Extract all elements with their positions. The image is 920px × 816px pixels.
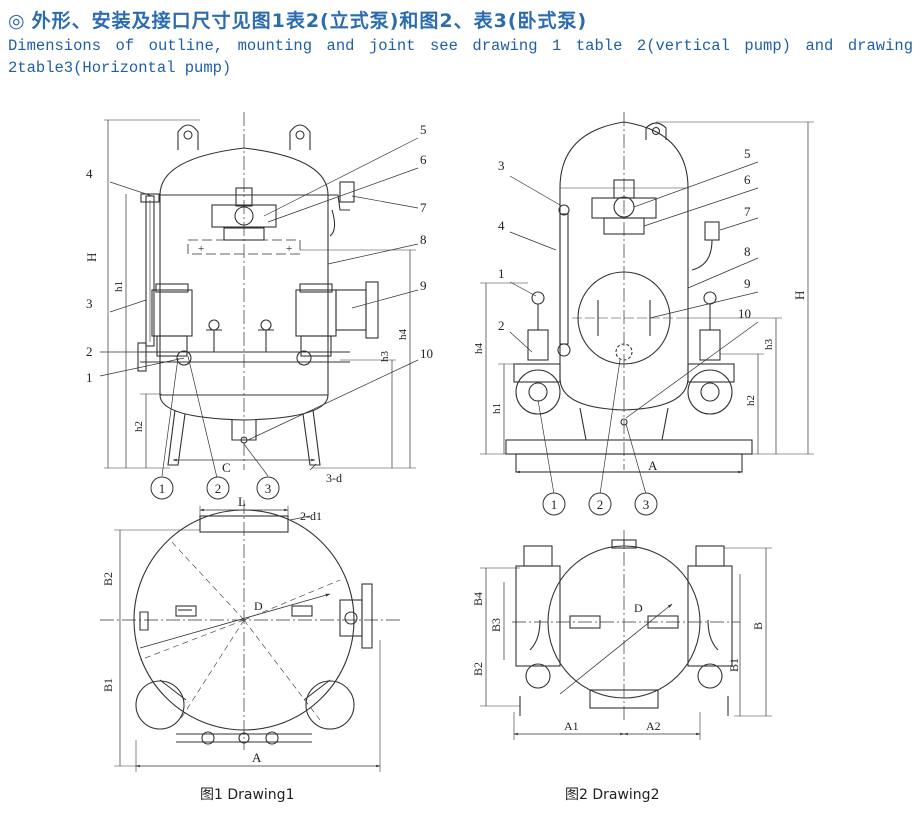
d1-part-4: 4 <box>86 166 93 181</box>
d1-part-8: 8 <box>420 232 427 247</box>
d1-part-2: 2 <box>86 344 93 359</box>
d2-dim-B2: B2 <box>471 662 485 676</box>
d2-dim-h3: h3 <box>763 339 775 351</box>
d1-dim-L: L <box>238 494 246 509</box>
d2-part-7: 7 <box>744 204 751 219</box>
d1-part-7: 7 <box>420 200 427 215</box>
d1-dim-h2: h2 <box>133 421 145 432</box>
d2-dim-B1: B1 <box>727 658 741 672</box>
d1-callout-1: 1 <box>159 481 166 496</box>
d2-part-3: 3 <box>498 158 505 173</box>
d2-part-4: 4 <box>498 218 505 233</box>
drawing2-front-view <box>480 112 814 495</box>
d2-callout-2: 2 <box>597 497 604 512</box>
d1-dim-A: A <box>252 750 262 765</box>
d1-part-1: 1 <box>86 370 93 385</box>
d2-dim-D: D <box>634 601 643 615</box>
d1-dim-h1: h1 <box>113 281 125 292</box>
d2-dim-A2: A2 <box>646 719 661 733</box>
d2-dim-B4: B4 <box>471 592 485 606</box>
d1-part-9: 9 <box>420 278 427 293</box>
svg-text:+: + <box>198 243 204 255</box>
d1-dim-B1: B1 <box>101 678 115 692</box>
d2-part-1: 1 <box>498 266 505 281</box>
d2-part-9: 9 <box>744 276 751 291</box>
d2-part-2: 2 <box>498 318 505 333</box>
d1-dim-B2: B2 <box>101 572 115 586</box>
d1-dim-h3: h3 <box>379 351 391 363</box>
d2-dim-A: A <box>648 458 658 473</box>
d2-part-10: 10 <box>738 306 751 321</box>
page-subtitle: Dimensions of outline, mounting and join… <box>8 37 913 77</box>
d1-dim-D: D <box>254 599 263 613</box>
page-title: ◎外形、安装及接口尺寸见图1表2(立式泵)和图2、表3(卧式泵) <box>8 6 913 33</box>
d1-part-5: 5 <box>420 122 427 137</box>
d2-dim-B3: B3 <box>489 618 503 632</box>
d1-callout-2: 2 <box>215 481 222 496</box>
header: ◎外形、安装及接口尺寸见图1表2(立式泵)和图2、表3(卧式泵) Dimensi… <box>8 6 913 79</box>
d1-part-10: 10 <box>420 346 433 361</box>
d2-dim-B: B <box>751 622 765 630</box>
drawing1-caption: 图1 Drawing1 <box>200 787 295 803</box>
title-text: 外形、安装及接口尺寸见图1表2(立式泵)和图2、表3(卧式泵) <box>31 10 588 32</box>
svg-text:+: + <box>286 243 292 255</box>
d2-callout-3: 3 <box>643 497 650 512</box>
drawing2-caption: 图2 Drawing2 <box>565 787 660 803</box>
d1-dim-C: C <box>222 460 231 475</box>
d2-dim-A1: A1 <box>564 719 579 733</box>
d1-part-6: 6 <box>420 152 427 167</box>
drawing2-top-view <box>480 530 772 740</box>
d1-callout-3: 3 <box>265 481 272 496</box>
d1-dim-2d1: 2-d1 <box>300 509 322 523</box>
d2-dim-h2: h2 <box>745 395 757 406</box>
d2-dim-h4: h4 <box>473 343 485 355</box>
d1-part-3: 3 <box>86 296 93 311</box>
bullet-icon: ◎ <box>8 10 26 32</box>
d2-part-8: 8 <box>744 244 751 259</box>
d2-part-5: 5 <box>744 146 751 161</box>
drawing1-top-view <box>100 500 400 772</box>
d2-callout-1: 1 <box>551 497 558 512</box>
d1-dim-h4: h4 <box>397 329 409 341</box>
d2-part-6: 6 <box>744 172 751 187</box>
d2-dim-h1: h1 <box>491 403 503 414</box>
d2-dim-H: H <box>792 291 807 300</box>
drawing1-front-view: + + <box>99 112 419 483</box>
d1-dim-H: H <box>84 253 99 262</box>
d1-dim-3d: 3-d <box>326 471 342 485</box>
